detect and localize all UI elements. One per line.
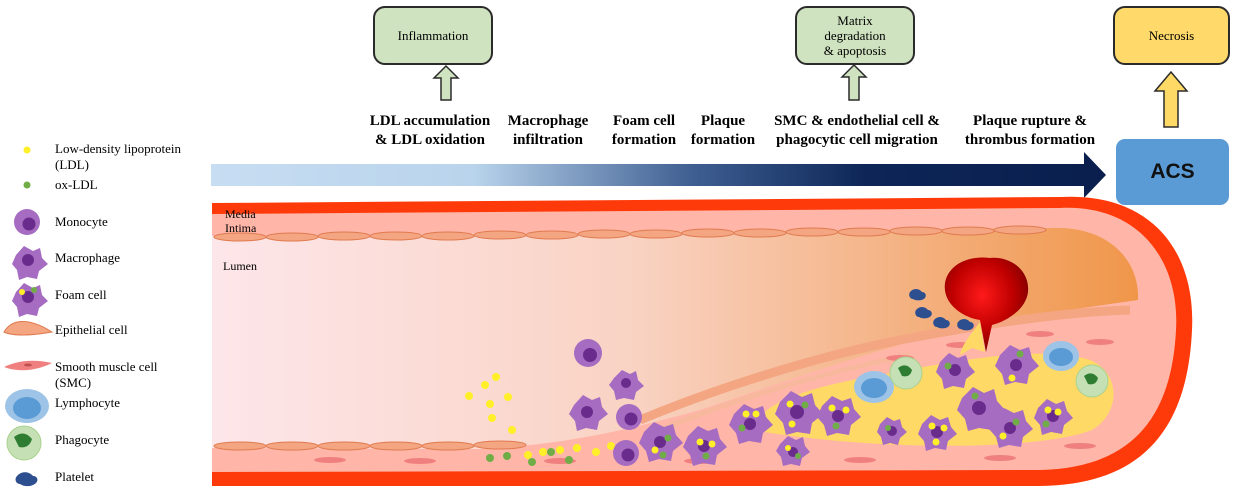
legend-smc-icon	[4, 360, 52, 371]
legend-line1: Macrophage	[55, 250, 120, 265]
stage-line2: infiltration	[513, 132, 583, 148]
platelets	[909, 289, 974, 331]
legend-ox-ldl-icon	[23, 181, 31, 189]
stage-line1: Foam cell	[612, 113, 676, 129]
stage-plaque-rupture: Plaque rupture & thrombus formation	[955, 112, 1105, 150]
stage-line2: & LDL oxidation	[374, 132, 486, 148]
ldl-particles	[465, 373, 615, 459]
legend-ldl: Low-density lipoprotein (LDL)	[55, 141, 181, 173]
monocytes-lumen	[574, 339, 642, 466]
stage-smc-migration: SMC & endothelial cell & phagocytic cell…	[760, 112, 954, 150]
stage-macrophage-infiltration: Macrophage infiltration	[500, 112, 596, 150]
legend-monocyte-icon	[14, 209, 40, 235]
matrix-line1: Matrix	[837, 13, 873, 28]
up-arrow-inflammation	[432, 64, 460, 101]
up-arrow-necrosis	[1153, 70, 1189, 128]
legend-phagocyte-icon	[6, 425, 42, 461]
legend-phagocyte: Phagocyte	[55, 432, 109, 448]
stage-line2: formation	[611, 132, 677, 148]
thrombus	[944, 257, 1029, 355]
legend-monocyte: Monocyte	[55, 214, 108, 230]
ox-ldl-particles	[486, 448, 573, 466]
stage-line1: SMC & endothelial cell &	[774, 113, 940, 129]
stage-line2: phagocytic cell migration	[776, 132, 938, 148]
up-arrow-matrix	[840, 63, 868, 101]
legend-foam-cell-icon	[12, 283, 48, 317]
legend-lymphocyte-icon	[5, 389, 49, 423]
legend-lymphocyte: Lymphocyte	[55, 395, 120, 411]
macrophages	[569, 370, 644, 431]
legend-line1: Epithelial cell	[55, 322, 128, 337]
intima-label: Intima	[225, 221, 257, 235]
matrix-line3: & apoptosis	[823, 43, 887, 58]
acs-box: ACS	[1116, 139, 1229, 205]
stage-line1: LDL accumulation	[369, 113, 491, 129]
stage-line1: Macrophage	[507, 113, 589, 129]
legend-line1: ox-LDL	[55, 177, 98, 192]
inflammation-box: Inflammation	[373, 6, 493, 65]
necrosis-label: Necrosis	[1148, 28, 1195, 43]
phagocytes	[889, 356, 1109, 398]
legend-line2: (SMC)	[55, 375, 92, 390]
legend-platelet-icon	[15, 472, 38, 487]
stage-line1: Plaque rupture &	[973, 113, 1087, 129]
stage-line2: thrombus formation	[964, 132, 1096, 148]
legend-line1: Phagocyte	[55, 432, 110, 447]
legend-line1: Foam cell	[55, 287, 107, 302]
stage-plaque-formation: Plaque formation	[684, 112, 762, 150]
legend-line2: (LDL)	[55, 157, 89, 172]
legend-line1: Platelet	[55, 469, 94, 484]
legend-macrophage-icon	[12, 246, 48, 280]
media-label: Media	[225, 207, 256, 221]
foam-cells	[639, 345, 1073, 466]
legend-epithelial-cell: Epithelial cell	[55, 322, 128, 338]
legend-macrophage: Macrophage	[55, 250, 120, 266]
legend-smc: Smooth muscle cell (SMC)	[55, 359, 158, 391]
legend-foam-cell: Foam cell	[55, 287, 107, 303]
acs-label: ACS	[1150, 160, 1195, 183]
stage-line1: Plaque	[700, 113, 746, 129]
legend-ldl-icon	[23, 146, 31, 154]
progression-arrow	[211, 152, 1106, 198]
legend-icons	[3, 146, 54, 487]
matrix-line2: degradation	[824, 28, 886, 43]
legend-line1: Lymphocyte	[55, 395, 120, 410]
legend-line1: Smooth muscle cell	[55, 359, 158, 374]
inflammation-label: Inflammation	[397, 28, 469, 43]
stage-line2: formation	[690, 132, 756, 148]
legend-platelet: Platelet	[55, 469, 94, 485]
legend-line1: Monocyte	[55, 214, 108, 229]
lymphocytes	[854, 341, 1079, 403]
lumen-label: Lumen	[223, 259, 257, 273]
necrosis-box: Necrosis	[1113, 6, 1230, 65]
stage-foam-cell-formation: Foam cell formation	[604, 112, 684, 150]
endothelial-cells-bottom	[213, 440, 527, 451]
legend-line1: Low-density lipoprotein	[55, 141, 182, 156]
legend-epithelial-icon	[3, 321, 54, 336]
stage-ldl-accumulation: LDL accumulation & LDL oxidation	[363, 112, 497, 150]
matrix-degradation-box: Matrix degradation & apoptosis	[795, 6, 915, 65]
legend-ox-ldl: ox-LDL	[55, 177, 98, 193]
endothelial-cells-top	[213, 225, 1047, 242]
